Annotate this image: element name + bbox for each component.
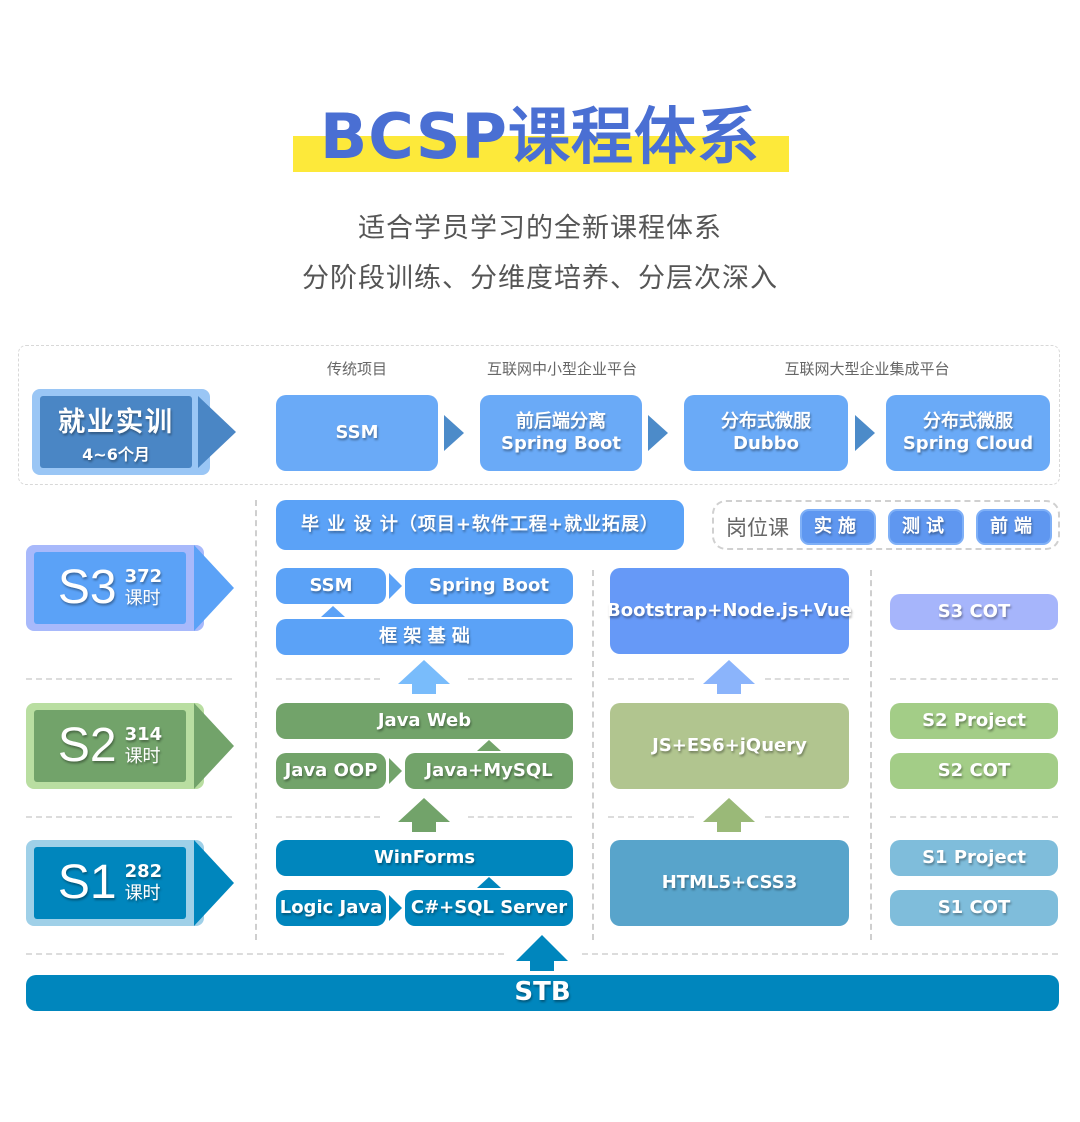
course-s1-cot[interactable]: S1 COT — [890, 890, 1058, 926]
arrow-up-icon — [703, 660, 755, 694]
graduation-project[interactable]: 毕 业 设 计（项目+软件工程+就业拓展） — [276, 500, 684, 550]
stage-arrow-icon — [194, 840, 234, 926]
column-divider — [255, 500, 257, 940]
stage-hours: 372 — [124, 566, 163, 587]
stage-hours-unit: 课时 — [124, 746, 161, 767]
course-ssm[interactable]: SSM — [276, 568, 386, 604]
page-title: BCSP课程体系 — [319, 100, 760, 173]
course-logic-java[interactable]: Logic Java — [276, 890, 386, 926]
course-s3-cot[interactable]: S3 COT — [890, 594, 1058, 630]
row-divider — [276, 816, 380, 818]
row-divider — [765, 678, 849, 680]
employment-badge: 就业实训 4~6个月 — [32, 389, 236, 475]
arrow-right-icon — [389, 758, 402, 784]
column-divider — [870, 570, 872, 940]
stage-arrow-icon — [194, 703, 234, 789]
row-divider — [26, 678, 232, 680]
course-java-web[interactable]: Java Web — [276, 703, 573, 739]
step-label: 分布式微服 — [923, 411, 1013, 433]
employment-section-frame — [18, 345, 1060, 485]
employment-badge-inner: 就业实训 4~6个月 — [40, 396, 192, 468]
course-s2-cot[interactable]: S2 COT — [890, 753, 1058, 789]
subtitle-line-2: 分阶段训练、分维度培养、分层次深入 — [302, 263, 778, 294]
step-label: 前后端分离 — [515, 411, 606, 433]
column-divider — [592, 570, 594, 940]
row-divider — [765, 816, 849, 818]
row-divider — [608, 678, 694, 680]
course-bootstrap-node-vue[interactable]: Bootstrap+Node.js+Vue — [607, 568, 852, 654]
title-highlight-bar — [293, 136, 789, 172]
row-divider — [608, 816, 694, 818]
arrow-up-icon — [477, 740, 501, 751]
row-divider — [468, 816, 572, 818]
row-divider — [26, 816, 232, 818]
row-divider — [468, 678, 572, 680]
category-enterprise-platform: 互联网大型企业集成平台 — [784, 360, 950, 378]
role-course-frontend[interactable]: 前端 — [976, 509, 1052, 545]
course-java-mysql[interactable]: Java+MySQL — [405, 753, 573, 789]
step-sublabel: Spring Boot — [501, 433, 621, 454]
arrow-up-icon — [477, 877, 501, 888]
row-divider — [26, 953, 504, 955]
employment-badge-arrow-icon — [198, 396, 236, 468]
row-divider — [276, 678, 380, 680]
step-sublabel: Spring Cloud — [902, 433, 1034, 454]
stage-name: S1 — [57, 856, 117, 909]
stage-hours-unit: 课时 — [124, 588, 161, 609]
arrow-up-icon — [703, 798, 755, 832]
course-s1-project[interactable]: S1 Project — [890, 840, 1058, 876]
course-csharp-sql-server[interactable]: C#+SQL Server — [405, 890, 573, 926]
arrow-right-icon — [389, 573, 402, 599]
arrow-right-icon — [855, 415, 875, 451]
category-traditional: 传统项目 — [326, 360, 387, 378]
subtitle-line-1: 适合学员学习的全新课程体系 — [358, 213, 722, 244]
arrow-right-icon — [648, 415, 668, 451]
stage-name: S2 — [57, 719, 117, 772]
course-spring-boot[interactable]: Spring Boot — [405, 568, 573, 604]
course-winforms[interactable]: WinForms — [276, 840, 573, 876]
stage-hours: 314 — [124, 724, 163, 745]
step-label: SSM — [335, 422, 379, 444]
arrow-up-icon — [398, 798, 450, 832]
stage-hours-unit: 课时 — [124, 883, 161, 904]
row-divider — [890, 816, 1058, 818]
course-java-oop[interactable]: Java OOP — [276, 753, 386, 789]
stage-arrow-icon — [194, 545, 234, 631]
course-s2-project[interactable]: S2 Project — [890, 703, 1058, 739]
employment-step-ssm[interactable]: SSM — [276, 395, 438, 471]
course-framework-basics[interactable]: 框 架 基 础 — [276, 619, 573, 655]
category-sme-platform: 互联网中小型企业平台 — [486, 360, 637, 378]
employment-badge-title: 就业实训 — [58, 406, 174, 438]
stage-name: S3 — [57, 561, 117, 614]
arrow-right-icon — [389, 895, 402, 921]
course-html5-css3[interactable]: HTML5+CSS3 — [610, 840, 849, 926]
role-courses-label: 岗位课 — [726, 516, 789, 540]
arrow-up-icon — [516, 935, 568, 971]
arrow-up-icon — [321, 606, 345, 617]
role-course-implementation[interactable]: 实施 — [800, 509, 876, 545]
step-label: 分布式微服 — [721, 411, 811, 433]
stage-hours: 282 — [124, 861, 163, 882]
arrow-right-icon — [444, 415, 464, 451]
step-sublabel: Dubbo — [733, 433, 799, 454]
arrow-up-icon — [398, 660, 450, 694]
row-divider — [582, 953, 1058, 955]
row-divider — [890, 678, 1058, 680]
role-course-testing[interactable]: 测试 — [888, 509, 964, 545]
course-js-es6-jquery[interactable]: JS+ES6+jQuery — [610, 703, 849, 789]
role-courses-frame — [712, 500, 1060, 550]
employment-badge-duration: 4~6个月 — [82, 444, 150, 464]
foundation-stb[interactable]: STB — [26, 975, 1059, 1011]
